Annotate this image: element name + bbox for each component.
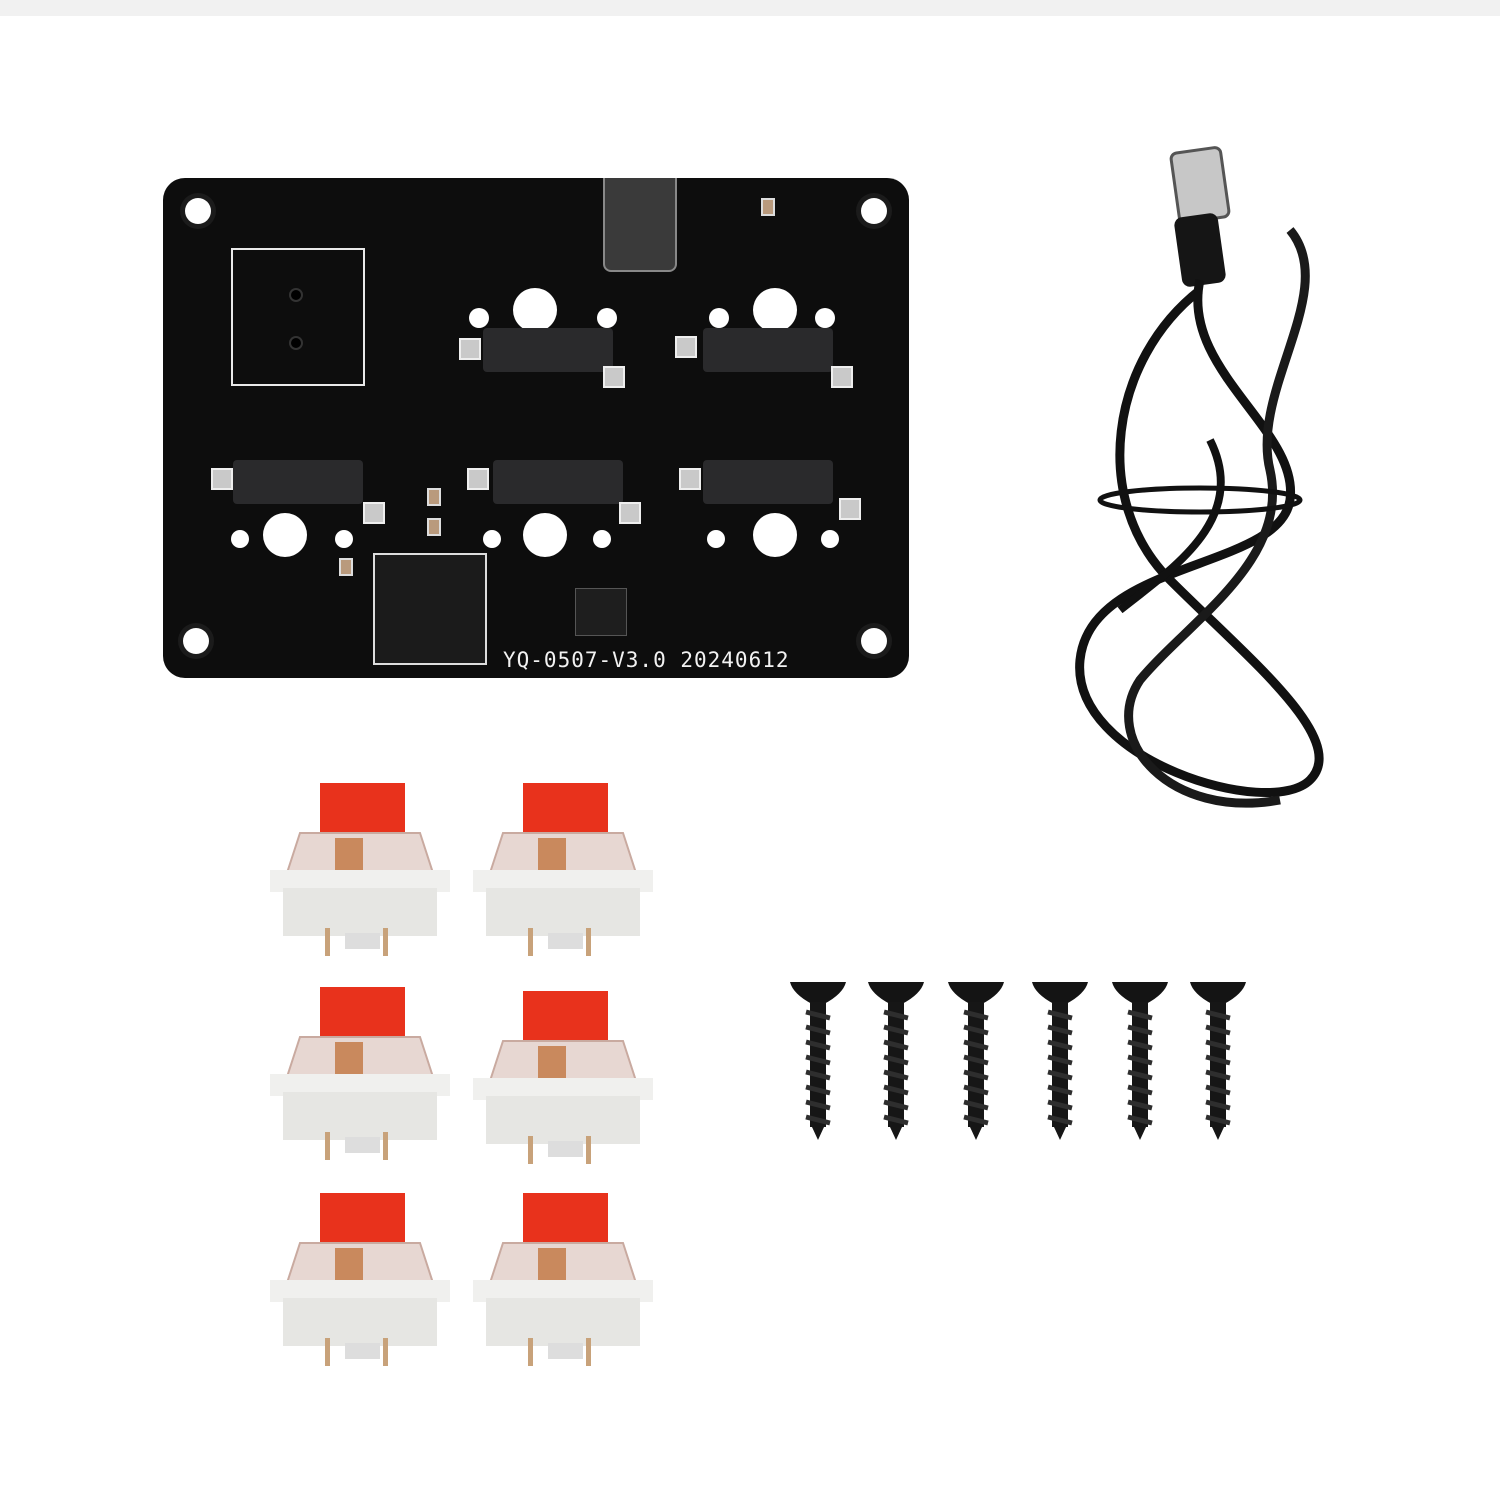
switch-hole — [231, 530, 249, 548]
mounting-hole — [861, 198, 887, 224]
screw — [1110, 982, 1170, 1142]
mounting-hole — [183, 628, 209, 654]
switch-hole — [263, 513, 307, 557]
switch-hole — [469, 308, 489, 328]
pad — [211, 468, 233, 490]
capacitor — [427, 488, 441, 506]
usb-cable — [1075, 146, 1324, 808]
switch-hole — [709, 308, 729, 328]
mechanical-switch — [269, 986, 451, 1161]
top-strip — [0, 0, 1500, 16]
mechanical-switch — [269, 1192, 451, 1367]
mounting-hole — [861, 628, 887, 654]
screw — [866, 982, 926, 1142]
hole — [291, 290, 301, 300]
mechanical-switch — [472, 1192, 654, 1367]
mechanical-switch — [472, 990, 654, 1165]
switch-hole — [815, 308, 835, 328]
hotswap-socket — [483, 328, 613, 372]
ic-chip — [575, 588, 627, 636]
hotswap-socket — [493, 460, 623, 504]
switch-hole — [753, 513, 797, 557]
pad — [459, 338, 481, 360]
switch-hole — [483, 530, 501, 548]
pad — [831, 366, 853, 388]
silkscreen-box — [231, 248, 365, 386]
capacitor — [339, 558, 353, 576]
switch-hole — [513, 288, 557, 332]
capacitor — [761, 198, 775, 216]
switch-hole — [597, 308, 617, 328]
screw — [788, 982, 848, 1142]
capacitor — [427, 518, 441, 536]
pad — [363, 502, 385, 524]
hole — [291, 338, 301, 348]
switch-hole — [707, 530, 725, 548]
screw — [946, 982, 1006, 1142]
mechanical-switch — [269, 782, 451, 957]
switch-hole — [753, 288, 797, 332]
mounting-hole — [185, 198, 211, 224]
pad — [467, 468, 489, 490]
screw — [1188, 982, 1248, 1142]
switch-hole — [821, 530, 839, 548]
hotswap-socket — [703, 460, 833, 504]
pad — [619, 502, 641, 524]
switch-hole — [593, 530, 611, 548]
pcb-board: YQ-0507-V3.0 20240612 — [163, 178, 909, 678]
pad — [675, 336, 697, 358]
pcb-label: YQ-0507-V3.0 20240612 — [503, 648, 790, 672]
usb-c-port — [603, 178, 677, 272]
hotswap-socket — [233, 460, 363, 504]
screw — [1030, 982, 1090, 1142]
pad — [839, 498, 861, 520]
switch-hole — [335, 530, 353, 548]
pad — [603, 366, 625, 388]
mechanical-switch — [472, 782, 654, 957]
microcontroller-chip — [373, 553, 487, 665]
switch-hole — [523, 513, 567, 557]
pad — [679, 468, 701, 490]
hotswap-socket — [703, 328, 833, 372]
